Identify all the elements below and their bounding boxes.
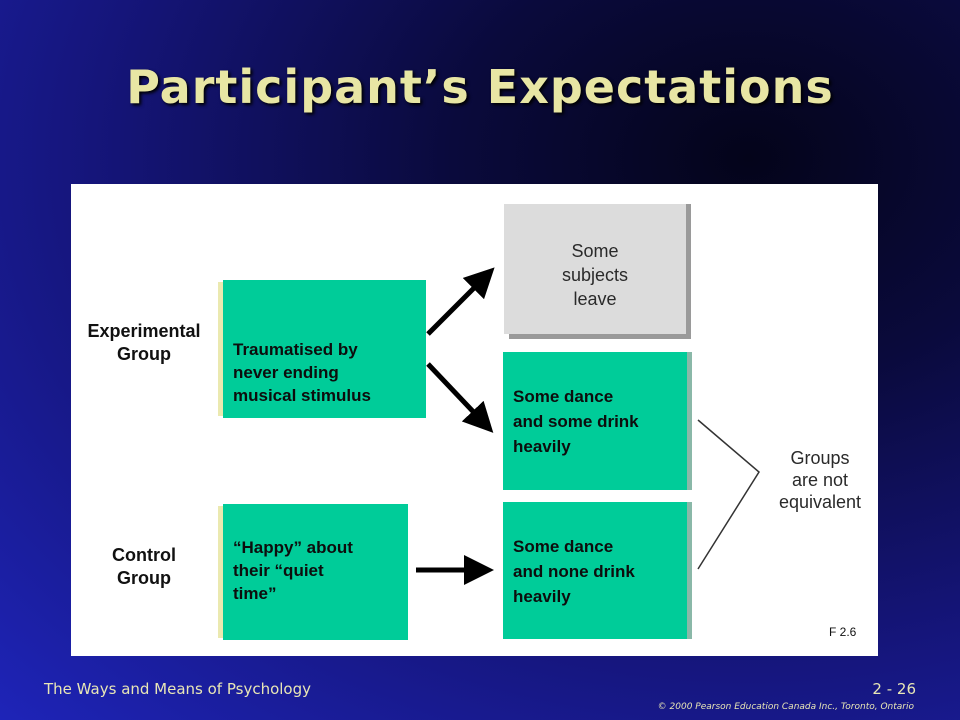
arrow-to-drink [426,362,494,433]
diagram-arrows [416,267,760,585]
outcome-no-drink-box: Some dance and none drink heavily [503,502,687,639]
experimental-group-label: Experimental Group [87,321,201,364]
outcome-drink-box: Some dance and some drink heavily [503,352,687,490]
footer-copyright: © 2000 Pearson Education Canada Inc., To… [657,702,914,712]
outcome-leave-box: Some subjects leave [504,204,686,334]
figure-panel: Experimental Group Control Group Traumat… [71,184,878,656]
figure-reference: F 2.6 [829,625,857,639]
grouping-bracket [697,419,760,570]
groups-not-equivalent-note: Groups are not equivalent [778,448,862,512]
arrow-to-leave [426,267,495,336]
footer-chapter: The Ways and Means of Psychology [44,680,312,698]
control-condition-box: “Happy” about their “quiet time” [218,504,408,640]
slide-title: Participant’s Expectations [126,60,834,114]
experimental-condition-box: Traumatised by never ending musical stim… [218,280,426,418]
control-group-label: Control Group [112,545,176,588]
footer-page-number: 2 - 26 [872,680,916,698]
